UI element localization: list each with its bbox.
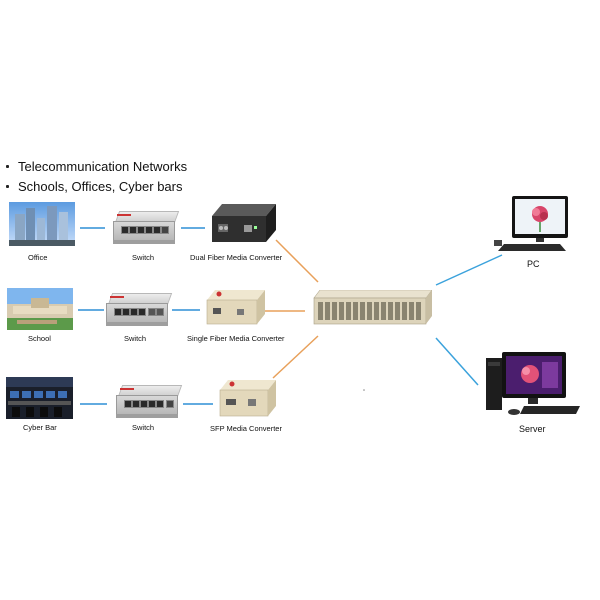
bullet-dot xyxy=(6,184,9,188)
desktop-pc-icon xyxy=(494,196,574,258)
cyber-bar-switch xyxy=(116,385,183,419)
single-fiber-converter xyxy=(203,290,265,328)
dual-converter-label: Dual Fiber Media Converter xyxy=(190,253,283,262)
fiber-dual-to-rack xyxy=(275,239,319,283)
bullet-item: Schools, Offices, Cyber bars xyxy=(6,176,187,196)
bullet-text: Telecommunication Networks xyxy=(18,158,188,174)
bullet-item: Telecommunication Networks xyxy=(6,156,187,176)
media-converter-chassis-icon xyxy=(312,289,433,326)
school-photo xyxy=(7,288,73,330)
office-switch-label: Switch xyxy=(132,253,155,262)
school-label: School xyxy=(28,334,51,343)
single-converter-label: Single Fiber Media Converter xyxy=(187,334,285,343)
fiber-sfp-to-rack xyxy=(272,335,319,379)
office-label: Office xyxy=(28,253,48,262)
cyber-bar-photo xyxy=(6,377,73,419)
bullet-dot xyxy=(6,164,9,168)
cyber-bar-label: Cyber Bar xyxy=(23,423,57,432)
bullet-text: Schools, Offices, Cyber bars xyxy=(18,178,183,194)
office-switch xyxy=(113,211,180,245)
pc-label: PC xyxy=(527,259,540,269)
server-tower-icon xyxy=(484,352,580,418)
link-rack-server xyxy=(435,337,479,386)
school-switch-label: Switch xyxy=(124,334,147,343)
bullet-list: Telecommunication Networks Schools, Offi… xyxy=(6,156,187,196)
cyber-bar-switch-label: Switch xyxy=(132,423,155,432)
office-photo xyxy=(9,202,75,246)
link-rack-pc xyxy=(435,254,503,286)
sfp-converter xyxy=(216,380,276,420)
sfp-converter-label: SFP Media Converter xyxy=(210,424,282,433)
school-switch xyxy=(106,293,173,327)
dual-fiber-converter xyxy=(208,204,276,246)
server-label: Server xyxy=(519,424,546,434)
